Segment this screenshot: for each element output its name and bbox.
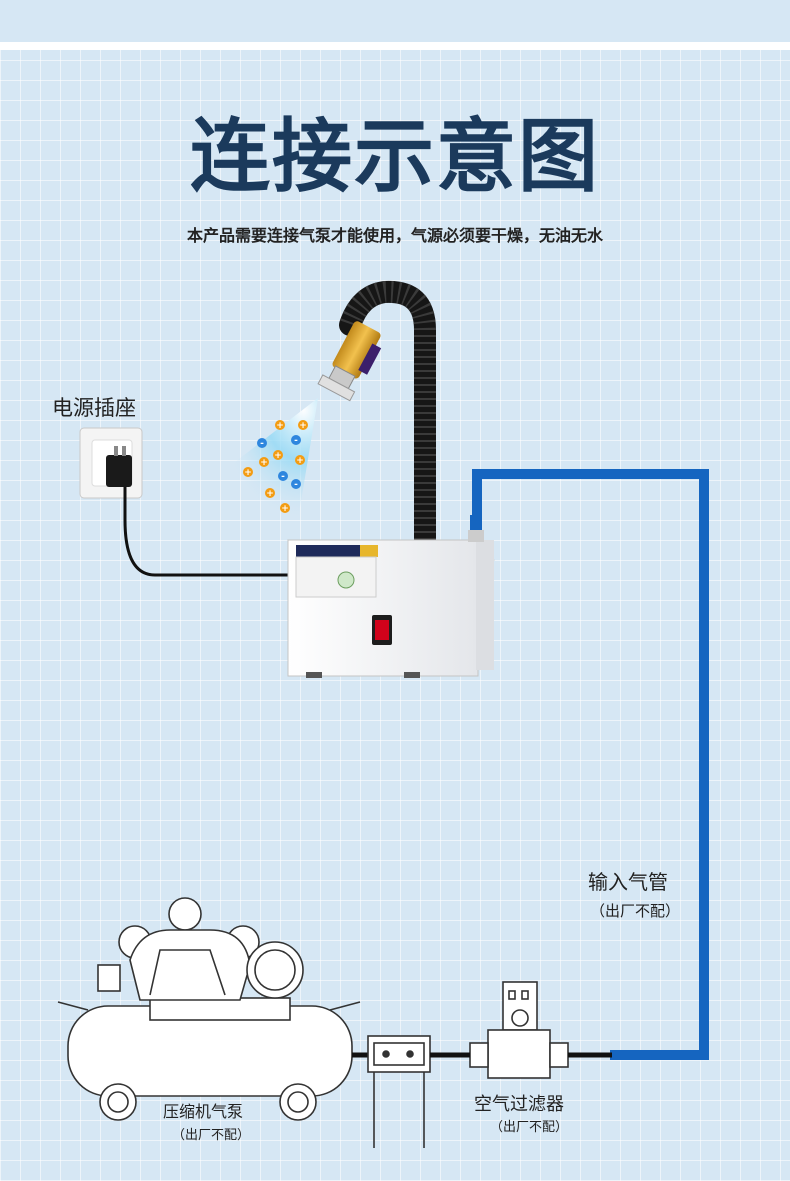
power-outlet-icon [79, 427, 143, 499]
top-divider [0, 42, 790, 50]
filter-note: （出厂不配） [490, 1120, 569, 1135]
svg-text:+: + [260, 458, 268, 468]
compressor-label: 压缩机气泵 [163, 1102, 244, 1121]
compressor-note: （出厂不配） [172, 1128, 251, 1143]
page-title: 连接示意图 [190, 110, 600, 203]
power-cable [123, 487, 288, 577]
svg-text:-: - [294, 480, 298, 490]
svg-text:+: + [244, 468, 252, 478]
svg-text:-: - [281, 472, 285, 482]
air-compressor-icon [57, 897, 370, 1121]
svg-text:+: + [296, 456, 304, 466]
svg-text:-: - [260, 439, 264, 449]
svg-text:-: - [294, 436, 298, 446]
ionizer-device-icon: + - - + + + + + - - + + [222, 280, 495, 678]
top-band [0, 0, 790, 42]
svg-text:+: + [281, 504, 289, 514]
svg-text:+: + [276, 421, 284, 431]
svg-text:+: + [274, 451, 282, 461]
air-hose-line [472, 469, 709, 1060]
air-hose-label: 输入气管 [588, 870, 668, 894]
filter-label: 空气过滤器 [474, 1094, 564, 1115]
air-hose-note: （出厂不配） [590, 902, 681, 920]
svg-text:+: + [266, 489, 274, 499]
pipe-stand-icon [367, 1035, 462, 1148]
page-subtitle: 本产品需要连接气泵才能使用，气源必须要干燥，无油无水 [186, 226, 603, 245]
outlet-label: 电源插座 [52, 396, 136, 420]
air-filter-icon [462, 981, 612, 1079]
svg-text:+: + [299, 421, 307, 431]
